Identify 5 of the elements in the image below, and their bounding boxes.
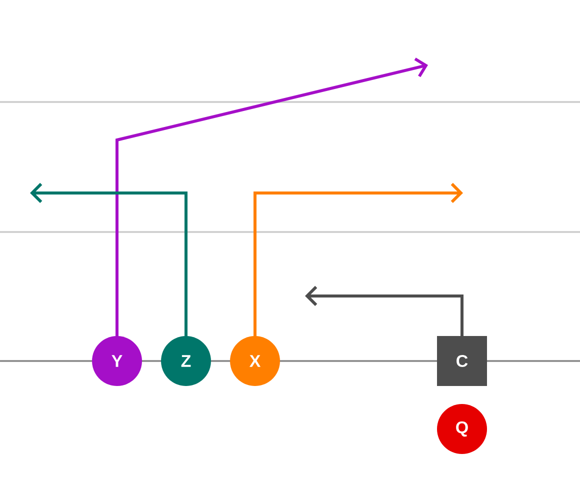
- player-square: C: [437, 336, 487, 386]
- route-arrow: [305, 286, 464, 338]
- route-arrow: [116, 58, 428, 338]
- route-arrow: [254, 182, 463, 338]
- route-arrow: [30, 182, 188, 338]
